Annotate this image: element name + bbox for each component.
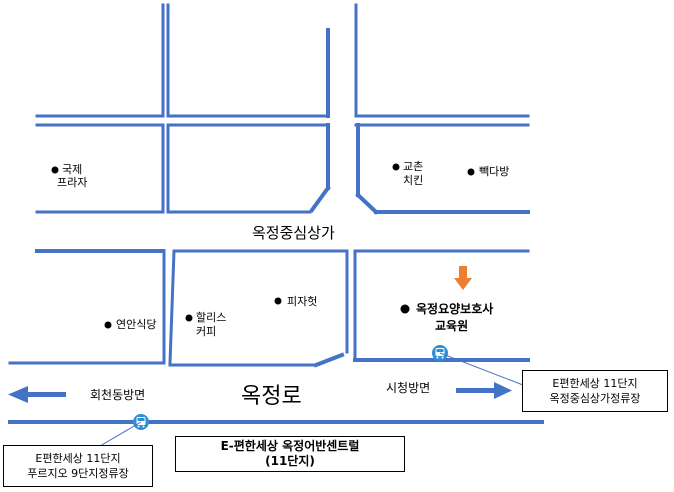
place-yeonan: 연안식당: [116, 318, 156, 331]
place-target-line1: 옥정요양보호사: [416, 301, 493, 316]
target-arrow-icon: [454, 266, 472, 290]
marker-kyochon: [392, 163, 400, 171]
callout-left-line2: 푸르지오 9단지정류장: [27, 467, 129, 480]
callout-right-line2: 옥정중심상가정류장: [549, 392, 641, 405]
center-area-label: 옥정중심상가: [252, 224, 335, 242]
place-pizzahut: 피자헛: [287, 295, 317, 308]
place-kyochon-line1: 교촌: [403, 160, 423, 173]
marker-gukje: [51, 166, 59, 174]
place-hollys-line2: 커피: [196, 325, 216, 338]
place-kyochon-line2: 치킨: [403, 174, 423, 187]
terminal-line1: E-편한세상 옥정어반센트럴: [220, 439, 360, 453]
callout-right-line: [439, 352, 524, 386]
direction-left-label: 회천동방면: [90, 387, 145, 402]
block-low-center: [168, 249, 349, 368]
block-top-center: [166, 3, 330, 118]
marker-pizzahut: [274, 297, 282, 305]
callout-right-line1: E편한세상 11단지: [552, 377, 638, 390]
arrow-right-icon: [456, 382, 512, 399]
block-low-left: [8, 249, 166, 365]
callout-left-line: [99, 421, 142, 447]
place-paik: 빽다방: [479, 165, 509, 178]
block-mid-left: [35, 123, 165, 214]
direction-right-label: 시청방면: [386, 381, 430, 395]
marker-target: [400, 304, 410, 314]
bus-stop-callout-right: E편한세상 11단지 옥정중심상가정류장: [522, 370, 668, 412]
block-mid-center: [166, 123, 331, 214]
block-top-left: [35, 3, 165, 118]
terminal-label-box: E-편한세상 옥정어반센트럴 (11단지): [175, 436, 405, 472]
callout-left-line1: E편한세상 11단지: [35, 452, 121, 465]
arrow-left-icon: [8, 386, 66, 403]
marker-paik: [467, 168, 475, 176]
main-road-label: 옥정로: [241, 384, 302, 409]
place-hollys-line1: 할리스: [196, 311, 226, 324]
marker-yeonan: [104, 321, 112, 329]
marker-hollys: [185, 314, 193, 322]
bus-stop-callout-left: E편한세상 11단지 푸르지오 9단지정류장: [3, 445, 153, 487]
terminal-line2: (11단지): [265, 454, 315, 468]
place-target-line2: 교육원: [435, 318, 468, 333]
place-gukje-line2: 프라자: [57, 176, 87, 189]
block-top-right: [354, 3, 530, 118]
block-mid-right: [354, 123, 530, 215]
place-gukje-line1: 국제: [62, 163, 82, 176]
